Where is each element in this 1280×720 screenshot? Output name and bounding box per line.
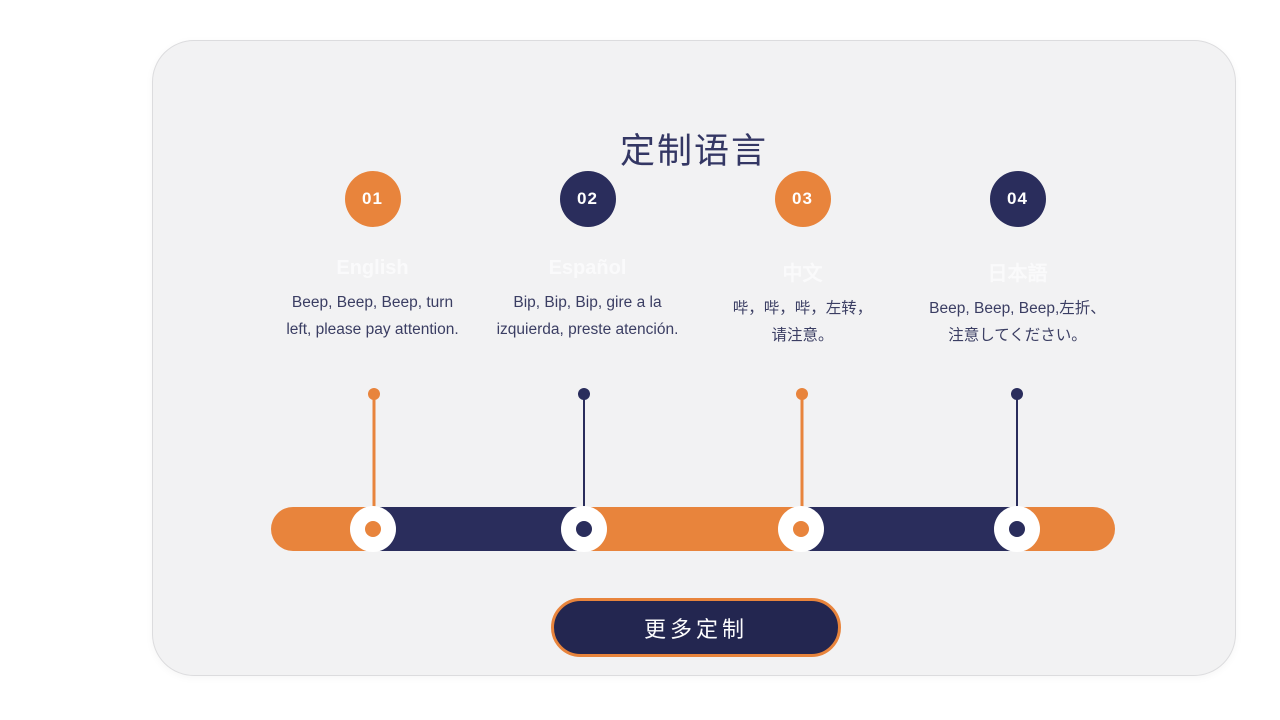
timeline-node-3	[778, 506, 824, 552]
step-number: 01	[362, 189, 383, 208]
timeline-bar	[271, 507, 1115, 551]
connector-line-2	[578, 388, 590, 529]
step-column-japanese: 04 日本語 Beep, Beep, Beep,左折、 注意してください。	[910, 171, 1125, 349]
step-number: 02	[577, 189, 598, 208]
content-card: 定制语言 01 English Beep, Beep, Beep, turn l…	[152, 40, 1236, 676]
step-number-badge: 02	[559, 171, 616, 227]
step-number: 03	[792, 189, 813, 208]
step-number-badge: 04	[989, 171, 1046, 227]
timeline-navy-segment-2	[801, 507, 1017, 551]
steps-row: 01 English Beep, Beep, Beep, turn left, …	[265, 171, 1125, 349]
connector-line-3	[795, 388, 808, 529]
step-number-badge: 03	[774, 171, 831, 227]
language-label: 中文	[782, 263, 823, 285]
step-number-badge: 01	[344, 171, 401, 227]
node-dot-icon	[576, 521, 592, 537]
connector-line-1	[367, 388, 380, 529]
step-number: 04	[1007, 189, 1028, 208]
timeline-node-2	[561, 506, 607, 552]
step-column-espanol: 02 Español Bip, Bip, Bip, gire a la izqu…	[480, 171, 695, 349]
step-description: Beep, Beep, Beep, turn left, please pay …	[265, 289, 480, 343]
description-line1: 哔，哔，哔，左转，	[732, 300, 873, 317]
timeline-node-4	[994, 506, 1040, 552]
node-dot-icon	[365, 521, 381, 537]
description-line1: Beep, Beep, Beep, turn	[291, 294, 454, 311]
more-customization-button[interactable]: 更多定制	[551, 598, 841, 657]
step-column-english: 01 English Beep, Beep, Beep, turn left, …	[265, 171, 480, 349]
step-description: Beep, Beep, Beep,左折、 注意してください。	[910, 295, 1125, 349]
language-label: Español	[548, 257, 627, 279]
step-description: 哔，哔，哔，左转， 请注意。	[695, 295, 910, 349]
more-customization-label: 更多定制	[643, 616, 748, 642]
step-column-chinese: 03 中文 哔，哔，哔，左转， 请注意。	[695, 171, 910, 349]
description-line2: izquierda, preste atención.	[496, 321, 679, 338]
description-line2: left, please pay attention.	[286, 321, 459, 338]
language-label: 日本語	[987, 263, 1048, 285]
page-title: 定制语言	[619, 132, 768, 171]
node-dot-icon	[793, 521, 809, 537]
description-line1: Beep, Beep, Beep,左折、	[929, 300, 1106, 317]
description-line2: 请注意。	[771, 327, 834, 344]
connector-line-4	[1011, 388, 1023, 529]
description-line1: Bip, Bip, Bip, gire a la	[513, 294, 662, 311]
language-label: English	[336, 257, 409, 279]
step-description: Bip, Bip, Bip, gire a la izquierda, pres…	[480, 289, 695, 343]
node-dot-icon	[1009, 521, 1025, 537]
timeline-navy-segment-1	[373, 507, 584, 551]
timeline-node-1	[350, 506, 396, 552]
description-line2: 注意してください。	[948, 327, 1087, 344]
